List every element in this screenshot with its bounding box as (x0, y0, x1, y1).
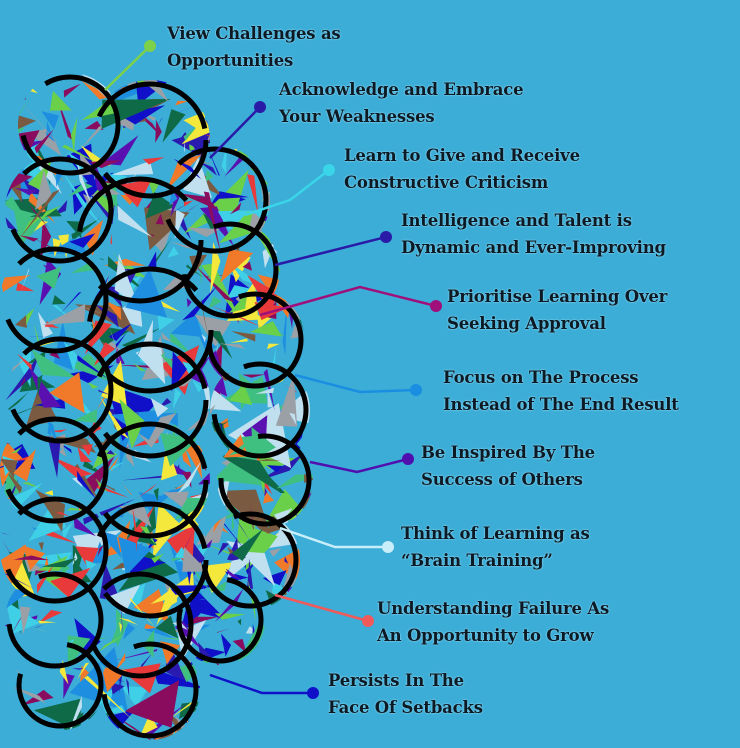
label-line: An Opportunity to Grow (377, 626, 594, 645)
brain-outline (1, 74, 312, 739)
connector-dot-icon (380, 231, 392, 243)
label-line: Opportunities (167, 51, 294, 70)
connector-line (244, 169, 330, 217)
connector-line (309, 457, 409, 474)
label-line: Seeking Approval (447, 314, 606, 333)
connector-line (279, 526, 388, 549)
connector-line (209, 106, 261, 159)
label-line: Persists In The (328, 671, 464, 690)
label-line: Prioritise Learning Over (447, 287, 668, 306)
label-intelligence-dynamic: Intelligence and Talent is Dynamic and Ev… (401, 207, 666, 261)
connector-dot-icon (430, 300, 442, 312)
connector-line (259, 285, 437, 317)
label-line: Intelligence and Talent is (401, 211, 632, 230)
connector-line (274, 235, 387, 267)
connector-line (209, 673, 313, 695)
connector-dot-icon (382, 541, 394, 553)
label-line: Face Of Setbacks (328, 698, 483, 717)
connector-dot-icon (410, 384, 422, 396)
label-line: Focus on The Process (443, 368, 639, 387)
connector-line (294, 373, 417, 394)
connector-dot-icon (362, 615, 374, 627)
connector-dot-icon (323, 164, 335, 176)
connectors (104, 40, 442, 699)
label-line: Understanding Failure As (377, 599, 610, 618)
label-understanding-failure: Understanding Failure As An Opportunity t… (377, 595, 609, 649)
connector-dot-icon (402, 453, 414, 465)
label-line: View Challenges as (167, 24, 341, 43)
label-line: “Brain Training” (401, 551, 553, 570)
label-brain-training: Think of Learning as “Brain Training” (401, 520, 590, 574)
label-line: Dynamic and Ever-Improving (401, 238, 666, 257)
label-line: Your Weaknesses (279, 107, 435, 126)
label-view-challenges: View Challenges as Opportunities (167, 20, 341, 74)
label-line: Constructive Criticism (344, 173, 549, 192)
label-line: Instead of The End Result (443, 395, 679, 414)
label-line: Be Inspired By The (421, 443, 595, 462)
label-line: Think of Learning as (401, 524, 590, 543)
connector-line (104, 45, 151, 91)
connector-dot-icon (254, 101, 266, 113)
label-line: Learn to Give and Receive (344, 146, 580, 165)
label-line: Acknowledge and Embrace (279, 80, 524, 99)
connector-dot-icon (144, 40, 156, 52)
label-line: Success of Others (421, 470, 583, 489)
brain-mosaic (0, 73, 313, 740)
connector-line (274, 593, 369, 623)
connector-dot-icon (307, 687, 319, 699)
